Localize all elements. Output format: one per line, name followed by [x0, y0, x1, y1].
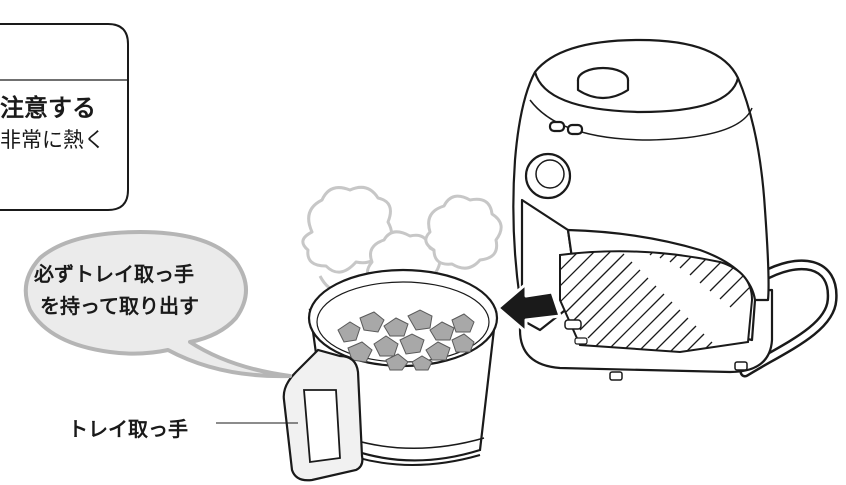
warning-box	[0, 23, 129, 211]
timer-dial	[524, 152, 572, 200]
warning-body: 非常に熱く	[0, 128, 105, 152]
grill-plate	[559, 250, 754, 381]
fryer-basket	[282, 268, 499, 482]
pull-out-arrow	[496, 282, 562, 334]
food-pieces	[337, 309, 475, 371]
speech-bubble	[23, 230, 292, 379]
steam-cloud-3	[424, 194, 503, 270]
tray-handle-label: トレイ取っ手	[68, 417, 188, 441]
bubble-line-1: 必ずトレイ取っ手	[34, 262, 194, 286]
indicator-light-1	[548, 120, 566, 133]
bubble-line-2: を持って取り出す	[40, 294, 199, 318]
warning-title: 注意する	[0, 94, 96, 122]
indicator-light-2	[566, 123, 584, 136]
